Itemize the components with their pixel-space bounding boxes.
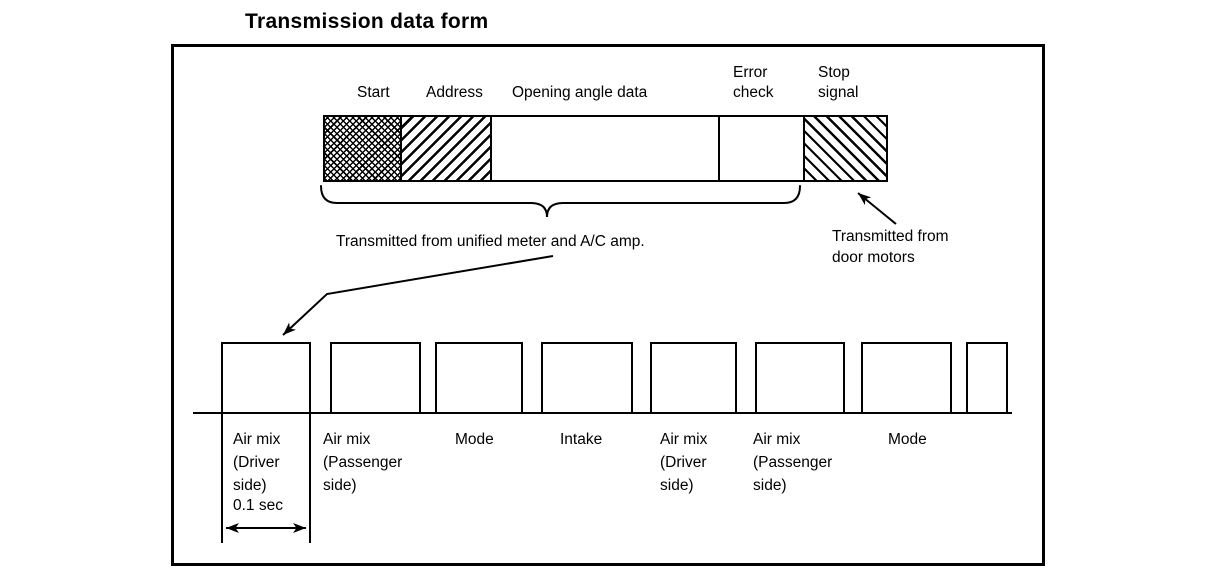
bar-segment-opening-angle-data — [492, 117, 720, 180]
pulse-air-mix-driver-2 — [650, 342, 737, 413]
pulse-label-mode-2: Mode — [888, 431, 927, 448]
segment-label-opening-angle-data: Opening angle data — [512, 84, 648, 101]
segment-label-stop-signal: Stop signal — [818, 64, 859, 101]
pulse-label-air-mix-driver-2: Air mix (Driver side) — [660, 431, 708, 494]
bar-segment-start — [325, 117, 402, 180]
meter-source-caption: Transmitted from unified meter and A/C a… — [336, 233, 645, 250]
pulse-label-mode-1: Mode — [455, 431, 494, 448]
pulse-air-mix-driver-1 — [221, 342, 311, 413]
pulse-air-mix-passenger-2 — [755, 342, 845, 413]
interval-left-tick — [221, 414, 223, 543]
door-motors-caption: Transmitted from door motors — [832, 228, 949, 266]
pulse-air-mix-passenger-1 — [330, 342, 421, 413]
bar-segment-address — [402, 117, 492, 180]
interval-right-tick — [309, 414, 311, 543]
transmission-bar — [323, 115, 888, 182]
pulse-mode-1 — [435, 342, 523, 413]
time-baseline — [193, 412, 1012, 414]
bar-segment-stop-signal — [805, 117, 886, 180]
segment-label-error-check: Error check — [733, 64, 774, 101]
interval-label: 0.1 sec — [233, 497, 283, 514]
pulse-mode-2 — [861, 342, 952, 413]
segment-label-address: Address — [426, 84, 483, 101]
pulse-intake — [541, 342, 633, 413]
pulse-partial — [966, 342, 1008, 413]
pulse-label-intake: Intake — [560, 431, 603, 448]
pulse-label-air-mix-passenger-2: Air mix (Passenger side) — [753, 431, 833, 494]
figure-frame — [171, 44, 1045, 566]
pulse-label-air-mix-driver-1: Air mix (Driver side) — [233, 431, 281, 494]
figure-title: Transmission data form — [245, 10, 489, 33]
bar-segment-error-check — [720, 117, 805, 180]
pulse-label-air-mix-passenger-1: Air mix (Passenger side) — [323, 431, 403, 494]
segment-label-start: Start — [357, 84, 390, 101]
